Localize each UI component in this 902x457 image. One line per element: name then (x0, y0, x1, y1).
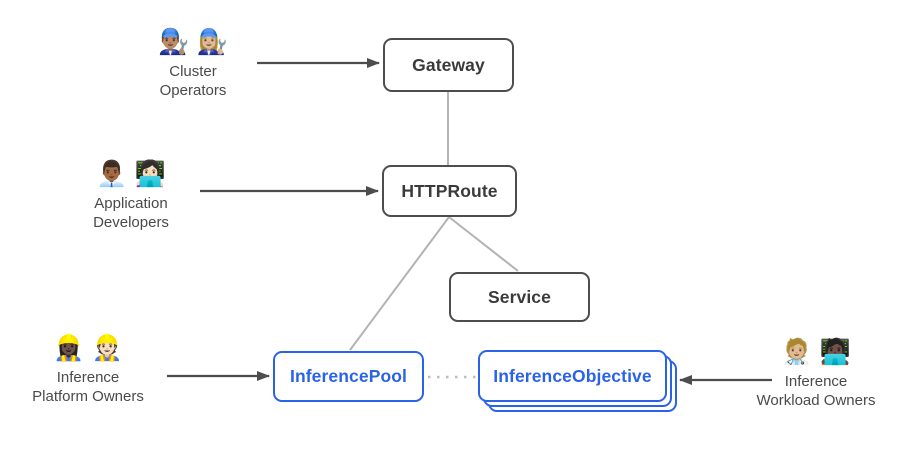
node-service-label: Service (488, 286, 551, 307)
connector-httproute-service (448, 216, 519, 272)
inference-workload-owners-label: Inference Workload Owners (736, 373, 896, 410)
application-developers-label: Application Developers (51, 195, 211, 232)
inference-platform-owners-label-line2: Platform Owners (32, 387, 144, 405)
inference-platform-owners-emoji: 👷🏿‍♀️ 👷🏻 (53, 334, 123, 362)
node-inference-pool-label: InferencePool (289, 366, 408, 386)
cluster-operators-label: Cluster Operators (113, 63, 273, 100)
persona-application-developers: 👨🏾‍💼 👩🏻‍💻 Application Developers (51, 158, 211, 232)
node-gateway: Gateway (383, 38, 514, 92)
node-gateway-label: Gateway (412, 54, 485, 75)
persona-inference-workload-owners: 🧑🏼‍⚕️ 🧑🏿‍💻 Inference Workload Owners (736, 336, 896, 410)
inference-workload-owners-label-line1: Inference (784, 373, 848, 390)
inference-workload-owners-label-line2: Workload Owners (756, 391, 876, 409)
inference-workload-owners-emoji: 🧑🏼‍⚕️ 🧑🏿‍💻 (781, 338, 851, 366)
node-httproute-label: HTTPRoute (401, 180, 498, 201)
persona-cluster-operators: 👨🏽‍🔧 👩🏼‍🔧 Cluster Operators (113, 26, 273, 100)
node-service: Service (449, 272, 590, 322)
node-httproute: HTTPRoute (382, 165, 517, 217)
cluster-operators-label-line1: Cluster (169, 63, 217, 80)
node-inference-objective-label: InferenceObjective (493, 365, 652, 386)
persona-inference-platform-owners: 👷🏿‍♀️ 👷🏻 Inference Platform Owners (8, 332, 168, 406)
inference-platform-owners-label: Inference Platform Owners (8, 369, 168, 406)
application-developers-label-line1: Application (94, 195, 168, 212)
cluster-operators-label-line2: Operators (159, 81, 227, 99)
application-developers-label-line2: Developers (93, 213, 169, 231)
node-inference-pool: InferencePool (273, 351, 424, 402)
node-inference-objective: InferenceObjective (478, 350, 667, 402)
application-developers-emoji: 👨🏾‍💼 👩🏻‍💻 (96, 160, 166, 188)
connector-httproute-inferencepool (349, 216, 450, 351)
cluster-operators-emoji: 👨🏽‍🔧 👩🏼‍🔧 (158, 28, 228, 56)
inference-platform-owners-label-line1: Inference (56, 369, 120, 386)
